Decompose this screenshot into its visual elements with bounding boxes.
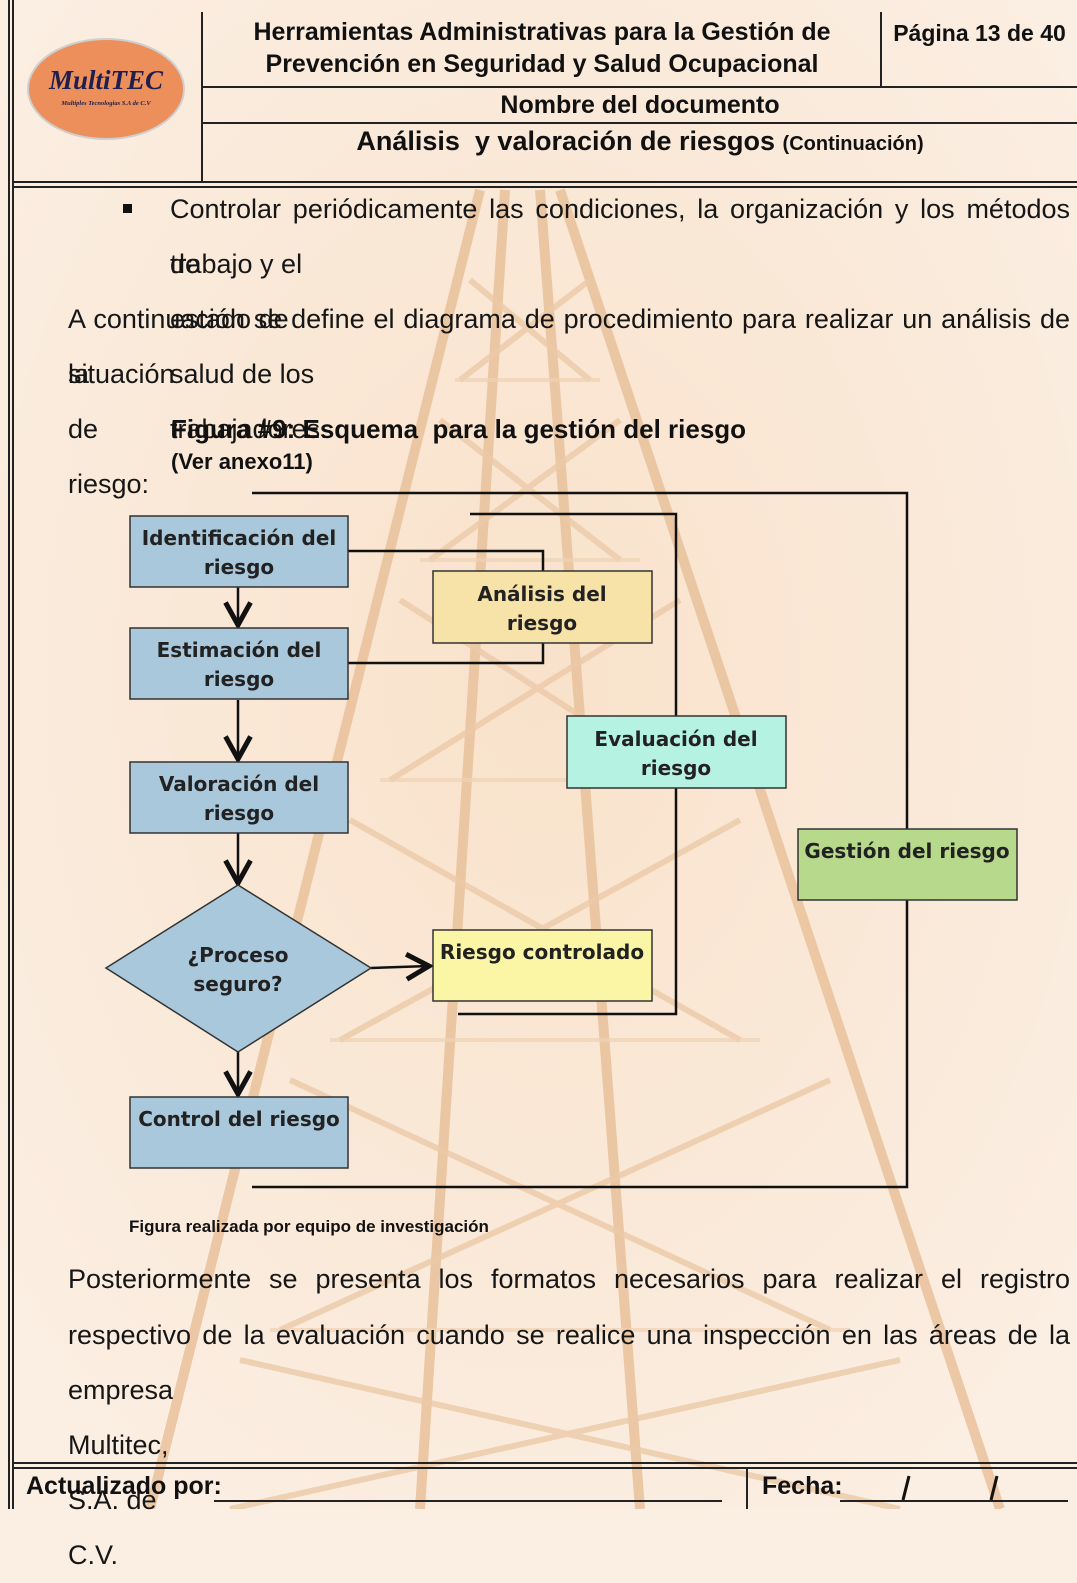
gestion-node: Gestión del riesgo xyxy=(797,828,1018,901)
footer-top-rule-2 xyxy=(12,1467,1077,1469)
doc-title-main: Análisis y valoración de riesgos xyxy=(356,126,776,156)
analisis-bracket-bottom-line xyxy=(348,642,545,665)
page-indicator: Página 13 de 40 xyxy=(893,20,1066,46)
analisis-label-2: riesgo xyxy=(507,611,577,635)
proceso-seguro-decision: ¿Proceso seguro? xyxy=(104,884,373,1053)
tower-background-image xyxy=(0,0,1077,1509)
bullet-line-2: trabajo y el estado de salud de los trab… xyxy=(170,249,328,444)
updated-by-line xyxy=(214,1500,722,1502)
figure-caption-main: Figura #9: Esquema para la gestión del r… xyxy=(171,414,747,444)
header-page-divider xyxy=(880,12,882,86)
date-slashes xyxy=(901,1475,999,1501)
figure-caption-suffix: (Ver anexo11) xyxy=(171,449,313,474)
estimacion-node: Estimación del riesgo xyxy=(129,627,349,700)
evaluacion-node: Evaluación del riesgo xyxy=(566,715,787,789)
footer-top-rule xyxy=(12,1462,1077,1464)
header-divider xyxy=(201,12,203,182)
intro-line-2: situación de riesgo: xyxy=(68,359,175,499)
updated-by-label: Actualizado por: xyxy=(26,1472,222,1500)
identificacion-label-2: riesgo xyxy=(204,555,274,579)
analisis-label-1: Análisis del xyxy=(477,582,606,606)
header-row-rule-2 xyxy=(201,122,1077,124)
bullet-line-1: Controlar periódicamente las condiciones… xyxy=(170,194,1070,279)
title-line-2: Prevención en Seguridad y Salud Ocupacio… xyxy=(265,50,819,78)
page-left-border xyxy=(8,0,14,1509)
logo-ellipse-icon xyxy=(27,38,185,140)
header-bottom-rule-2 xyxy=(12,186,1077,188)
analisis-node: Análisis del riesgo xyxy=(432,570,653,644)
evaluacion-label-1: Evaluación del xyxy=(594,727,757,751)
doc-title-suffix: (Continuación) xyxy=(782,133,924,155)
arrow-proceso-controlado xyxy=(370,966,429,968)
date-line xyxy=(840,1500,1068,1502)
doc-title: Análisis y valoración de riesgos (Contin… xyxy=(203,126,1077,157)
control-node: Control del riesgo xyxy=(129,1096,349,1169)
title-line-1: Herramientas Administrativas para la Ges… xyxy=(253,18,831,46)
closing-line-1: Posteriormente se presenta los formatos … xyxy=(68,1264,1070,1294)
proceso-label-2: seguro? xyxy=(193,972,282,996)
figure-credit: Figura realizada por equipo de investiga… xyxy=(129,1217,489,1236)
analisis-bracket-top-line xyxy=(348,549,545,571)
valoracion-node: Valoración del riesgo xyxy=(129,761,349,834)
proceso-label-1: ¿Proceso xyxy=(188,943,289,967)
risk-management-diagram: Identificación del riesgo Estimación del… xyxy=(104,491,1018,1189)
document-series-title: Herramientas Administrativas para la Ges… xyxy=(203,16,881,80)
intro-line-1: A continuación se define el diagrama de … xyxy=(68,304,1070,389)
figure-caption: Figura #9: Esquema para la gestión del r… xyxy=(171,414,746,476)
gestion-label: Gestión del riesgo xyxy=(804,839,1009,863)
estimacion-label-1: Estimación del xyxy=(157,638,322,662)
identificacion-node: Identificación del riesgo xyxy=(129,515,349,588)
company-logo: MultiTEC Multiples Tecnologias S.A de C.… xyxy=(27,38,185,140)
evaluacion-label-2: riesgo xyxy=(641,756,711,780)
riesgo-controlado-label: Riesgo controlado xyxy=(440,940,644,964)
document-header: MultiTEC Multiples Tecnologias S.A de C.… xyxy=(0,0,1077,188)
riesgo-controlado-node: Riesgo controlado xyxy=(432,929,653,1002)
identificacion-label-1: Identificación del xyxy=(142,526,337,550)
document-footer: Actualizado por: Fecha: xyxy=(0,1462,1077,1509)
header-row-rule xyxy=(201,86,1077,88)
header-bottom-rule xyxy=(12,181,1077,183)
date-label: Fecha: xyxy=(762,1472,843,1500)
control-label: Control del riesgo xyxy=(138,1107,340,1131)
doc-name-label: Nombre del documento xyxy=(500,91,780,119)
bullet-square-icon xyxy=(123,204,132,213)
logo-text: MultiTEC xyxy=(48,65,164,95)
logo-subtext: Multiples Tecnologias S.A de C.V xyxy=(61,100,151,107)
closing-line-2: respectivo de la evaluación cuando se re… xyxy=(68,1320,1070,1350)
footer-divider xyxy=(746,1469,748,1509)
estimacion-label-2: riesgo xyxy=(204,667,274,691)
valoracion-label-1: Valoración del xyxy=(159,772,319,796)
valoracion-label-2: riesgo xyxy=(204,801,274,825)
